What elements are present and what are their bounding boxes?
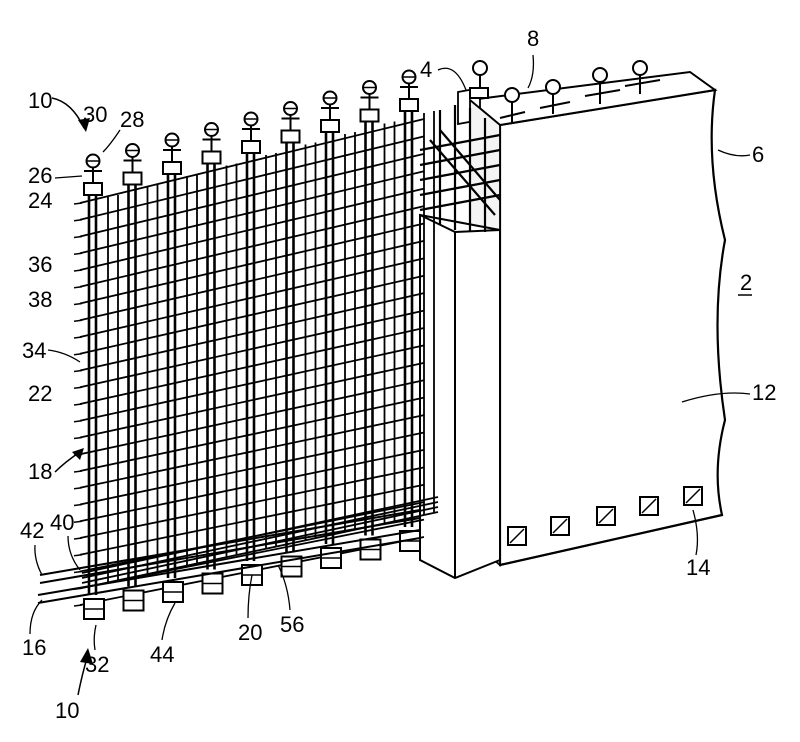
base-brace-bar (81, 496, 439, 574)
top-clamp (83, 182, 103, 196)
top-clamp (162, 161, 182, 175)
bar-end-tick (73, 503, 83, 507)
bar-end-tick (73, 604, 83, 607)
label-38: 38 (28, 287, 52, 312)
label-20: 20 (238, 620, 262, 645)
bar-end-tick (73, 353, 83, 356)
top-clamp (201, 150, 222, 165)
top-clamp (359, 108, 380, 123)
label-30: 30 (83, 102, 107, 127)
bottom-tubes (37, 509, 421, 604)
label-44: 44 (150, 642, 174, 667)
label-12: 12 (752, 380, 776, 405)
label-42: 42 (20, 518, 44, 543)
top-clamp (122, 171, 143, 186)
bar-end-tick (73, 286, 83, 289)
top-clamp (241, 140, 261, 154)
bar-end-tick (73, 336, 83, 339)
bar-end-tick (73, 219, 83, 222)
reference-labels: 2 4 8 6 12 14 10 30 28 26 24 36 38 34 22… (20, 26, 776, 723)
bar-end-tick (73, 319, 83, 322)
bar-end-tick (73, 554, 83, 557)
bar-end-tick (73, 470, 83, 473)
label-40: 40 (50, 510, 74, 535)
label-16: 16 (22, 635, 46, 660)
label-10-bottom: 10 (55, 698, 79, 723)
top-clamp (280, 129, 301, 144)
label-2: 2 (740, 270, 752, 295)
bar-end-tick (73, 436, 83, 440)
label-26: 26 (28, 163, 52, 188)
bar-end-tick (73, 520, 83, 523)
label-56: 56 (280, 612, 304, 637)
label-18: 18 (28, 459, 52, 484)
bar-end-tick (73, 487, 83, 490)
label-14: 14 (686, 555, 710, 580)
bar-end-tick (73, 386, 83, 389)
top-clamp (399, 98, 419, 112)
bar-end-tick (73, 369, 83, 373)
panel-top-bolts (469, 60, 661, 122)
bar-end-tick (73, 235, 83, 239)
label-6: 6 (752, 142, 764, 167)
bar-end-tick (73, 202, 83, 205)
bar-end-tick (73, 403, 83, 406)
reinforcement-cage (73, 69, 439, 620)
bar-end-tick (73, 252, 83, 255)
label-8: 8 (527, 26, 539, 51)
top-clamp (320, 119, 340, 133)
label-28: 28 (120, 107, 144, 132)
label-22: 22 (28, 381, 52, 406)
label-10-top: 10 (28, 88, 52, 113)
socket-row (507, 486, 703, 546)
bar-end-tick (73, 537, 83, 540)
bar-end-tick (73, 269, 83, 272)
bar-end-tick (73, 302, 83, 306)
label-36: 36 (28, 252, 52, 277)
label-24: 24 (28, 188, 52, 213)
bar-end-tick (73, 420, 83, 423)
label-4: 4 (420, 57, 432, 82)
label-34: 34 (22, 338, 46, 363)
bar-end-tick (73, 570, 83, 574)
